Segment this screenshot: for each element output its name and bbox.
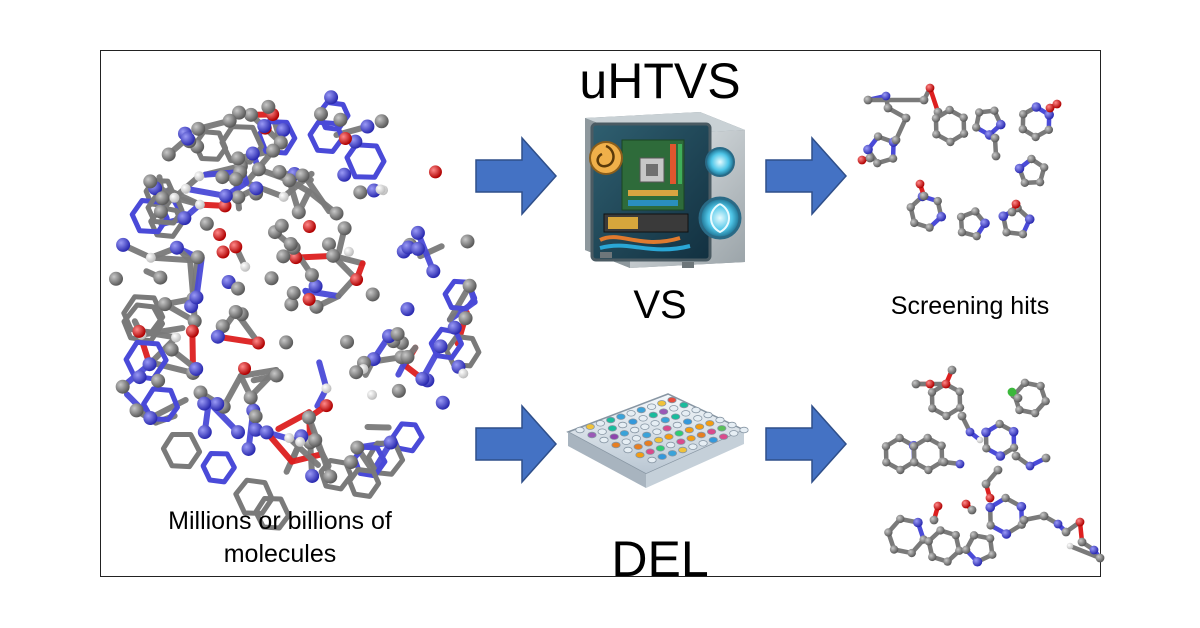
del-label: DEL bbox=[611, 531, 709, 587]
screening-hits-label: Screening hits bbox=[890, 292, 1050, 320]
computer-tower-icon bbox=[585, 112, 745, 268]
arrow-del-to-hits bbox=[765, 404, 848, 484]
arrow-library-to-del bbox=[475, 404, 558, 484]
arrow-library-to-uhtvs bbox=[475, 136, 558, 216]
protein-molecule-cluster-icon bbox=[109, 90, 482, 531]
screening-hit-molecules-icon bbox=[857, 83, 1062, 241]
del-hit-molecules-icon bbox=[881, 365, 1105, 567]
uhtvs-label: uHTVS bbox=[579, 53, 741, 109]
arrow-uhtvs-to-hits bbox=[765, 136, 848, 216]
figure-frame bbox=[100, 50, 1101, 577]
library-caption: Millions or billions of molecules bbox=[168, 507, 392, 568]
versus-label: VS bbox=[633, 283, 687, 327]
well-plate-icon bbox=[566, 393, 749, 488]
